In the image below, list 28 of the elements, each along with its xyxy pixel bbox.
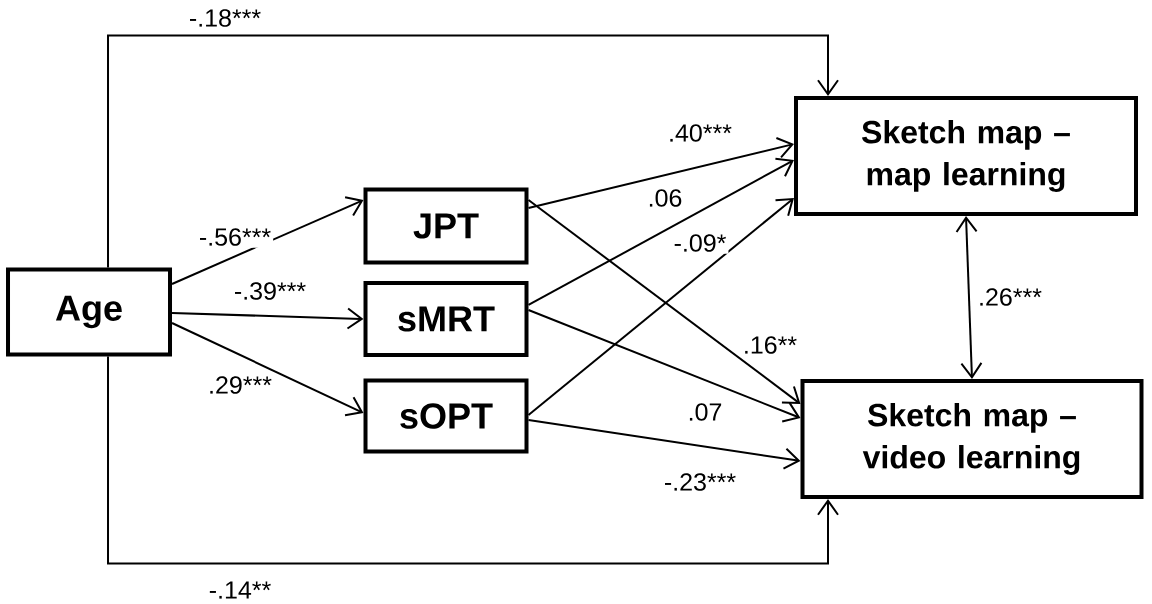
- arrow: [527, 136, 794, 209]
- arrow: [107, 355, 839, 565]
- edge-label: -.39***: [231, 280, 309, 302]
- arrow: [527, 419, 801, 470]
- arrow: [107, 34, 839, 269]
- variable-box: Sketch map – video learning: [800, 379, 1144, 499]
- edge-label: .06: [645, 187, 685, 209]
- arrow: [527, 309, 801, 423]
- variable-box: Sketch map – map learning: [794, 96, 1138, 216]
- edge-label: .16**: [740, 334, 800, 356]
- arrow: [955, 216, 983, 379]
- variable-box: Age: [6, 267, 172, 357]
- edge-label: -.23***: [661, 471, 739, 493]
- edge-label: -.09*: [671, 232, 729, 254]
- edge-label: .07: [685, 401, 725, 423]
- arrow: [171, 307, 364, 330]
- arrow: [171, 322, 364, 417]
- arrow: [171, 196, 364, 285]
- edge-label: .29***: [206, 374, 274, 396]
- variable-box: sMRT: [363, 281, 529, 357]
- edge-label: .40***: [666, 122, 734, 144]
- edge-label: -.18***: [186, 7, 264, 29]
- variable-box: JPT: [363, 187, 529, 265]
- edge-label: -.56***: [196, 226, 274, 248]
- edge-label: .26***: [976, 286, 1044, 308]
- variable-box: sOPT: [363, 378, 529, 454]
- edge-label: -.14**: [206, 579, 274, 601]
- arrow: [527, 157, 794, 306]
